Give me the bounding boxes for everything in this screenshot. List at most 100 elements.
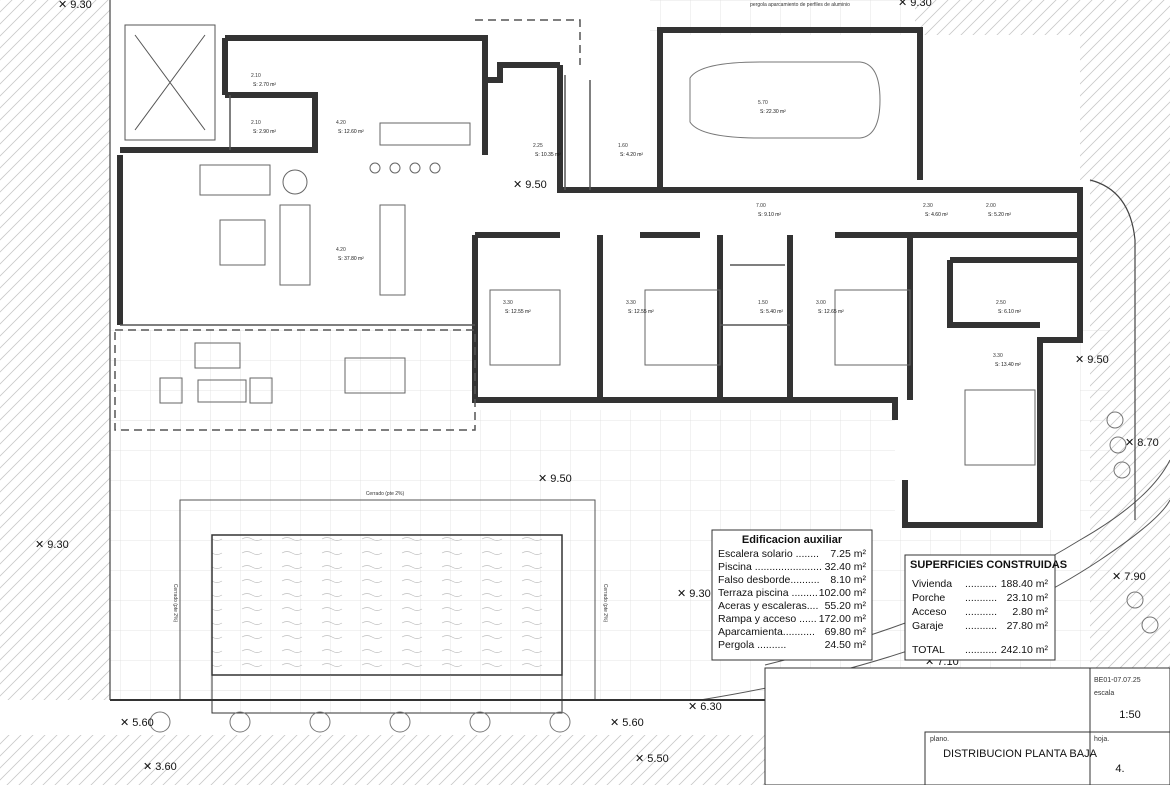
room-dimension: 2.30: [923, 203, 933, 209]
car-outline: [689, 61, 881, 139]
aux-table-value: 55.20 m²: [825, 600, 867, 612]
level-mark: ✕ 9.50: [513, 179, 547, 191]
room-dimension: 2.10: [251, 73, 261, 79]
room-area: S: 13.40 m²: [995, 362, 1021, 368]
room-area: S: 9.10 m²: [758, 212, 781, 218]
aux-table-label: Escalera solario ........: [718, 548, 819, 560]
built-table-dots: ...........: [965, 578, 997, 590]
level-mark: ✕ 3.60: [143, 761, 177, 773]
cartouche-plan-label: plano.: [930, 736, 949, 743]
level-mark: ✕ 9.30: [677, 588, 711, 600]
aux-table-frame: [711, 529, 873, 661]
room-area: S: 12.55 m²: [628, 309, 654, 315]
room-area: S: 2.70 m²: [253, 82, 276, 88]
aux-table-label: Pergola ..........: [718, 639, 786, 651]
text-layer: pergola aparcamiento de perfiles de alum…: [35, 0, 1170, 785]
aux-table-label: Aceras y escaleras....: [718, 600, 818, 612]
hatch-zone-bottom: [0, 735, 765, 785]
level-mark: ✕ 9.50: [538, 473, 572, 485]
pergola-note: pergola aparcamiento de perfiles de alum…: [750, 2, 850, 8]
aux-table-label: Rampa y acceso ......: [718, 613, 817, 625]
room-dimension: 1.50: [758, 300, 768, 306]
porch-paving: [115, 330, 475, 430]
furniture: [159, 122, 1036, 466]
built-table-total-label: TOTAL: [912, 644, 945, 656]
level-mark: ✕ 6.30: [688, 701, 722, 713]
built-table-dots: ...........: [965, 592, 997, 604]
room-area: S: 12.60 m²: [338, 129, 364, 135]
room-area: S: 4.60 m²: [925, 212, 948, 218]
aux-table-title: Edificacion auxiliar: [742, 534, 843, 546]
stair: [124, 24, 216, 141]
level-mark: ✕ 8.70: [1125, 437, 1159, 449]
room-dimension: 3.30: [993, 353, 1003, 359]
cartouche-title-box: [924, 731, 1091, 785]
room-dimension: 2.00: [986, 203, 996, 209]
aux-table-value: 102.00 m²: [819, 587, 867, 599]
hatch-zone-left: [0, 0, 110, 700]
room-area: S: 37.80 m²: [338, 256, 364, 262]
cartouche-scale: 1:50: [1119, 709, 1140, 721]
room-area: S: 2.90 m²: [253, 129, 276, 135]
cartouche-scale-box: [1089, 667, 1170, 733]
room-area: S: 22.30 m²: [760, 109, 786, 115]
room-dimension: 4.20: [336, 247, 346, 253]
level-mark: ✕ 7.90: [1112, 571, 1146, 583]
room-dimension: 2.50: [996, 300, 1006, 306]
level-mark: ✕ 9.30: [58, 0, 92, 11]
aux-table-label: Falso desborde..........: [718, 574, 820, 586]
cartouche-plan-title: DISTRIBUCION PLANTA BAJA: [943, 748, 1097, 760]
level-mark: ✕ 5.50: [635, 753, 669, 765]
walls: [117, 27, 1083, 528]
built-table-dots: ...........: [965, 606, 997, 618]
slope-note: Cerrado (pte 2%): [366, 491, 405, 497]
built-table-total-dots: ...........: [965, 644, 997, 656]
built-table-title: SUPERFICIES CONSTRUIDAS: [910, 559, 1067, 571]
level-mark: ✕ 5.60: [120, 717, 154, 729]
room-dimension: 2.10: [251, 120, 261, 126]
room-dimension: 1.60: [618, 143, 628, 149]
built-table-value: 188.40 m²: [1001, 578, 1049, 590]
aux-table-value: 69.80 m²: [825, 626, 867, 638]
driveway-paving: [650, 0, 915, 40]
aux-table-value: 32.40 m²: [825, 561, 867, 573]
room-area: S: 5.20 m²: [988, 212, 1011, 218]
slope-note: Cerrado (pte 2%): [602, 584, 608, 623]
room-dimension: 3.00: [816, 300, 826, 306]
level-mark: ✕ 9.30: [898, 0, 932, 9]
built-table-label: Vivienda: [912, 578, 952, 590]
cartouche-sheet-label: hoja.: [1094, 736, 1109, 743]
aux-table-label: Piscina .......................: [718, 561, 822, 573]
room-area: S: 12.65 m²: [818, 309, 844, 315]
room-dimension: 3.30: [503, 300, 513, 306]
built-table-label: Porche: [912, 592, 945, 604]
right-curve-wall: [1089, 179, 1136, 520]
aux-table-label: Terraza piscina .........: [718, 587, 818, 599]
level-mark: ✕ 9.50: [1075, 354, 1109, 366]
built-table-label: Acceso: [912, 606, 947, 618]
room-dimension: 2.25: [533, 143, 543, 149]
room-dimension: 5.70: [758, 100, 768, 106]
room-area: S: 5.40 m²: [760, 309, 783, 315]
room-dimension: 3.30: [626, 300, 636, 306]
thin-walls: [114, 19, 790, 431]
room-area: S: 4.20 m²: [620, 152, 643, 158]
aux-table-value: 24.50 m²: [825, 639, 867, 651]
cartouche-code: BE01-07.07.25: [1094, 677, 1141, 684]
built-table-frame: [904, 554, 1056, 661]
cartouche-scale-label: escala: [1094, 690, 1114, 697]
planter-trees: [149, 411, 1159, 733]
built-table-value: 27.80 m²: [1007, 620, 1049, 632]
room-area: S: 10.35 m²: [535, 152, 561, 158]
aux-table-value: 7.25 m²: [830, 548, 866, 560]
cartouche-sheet: 4.: [1115, 763, 1124, 775]
level-mark: ✕ 9.30: [35, 539, 69, 551]
level-mark: ✕ 5.60: [610, 717, 644, 729]
slope-note: Cerrado (pte 2%): [172, 584, 178, 623]
pool-overflow: [211, 674, 563, 714]
built-table-label: Garaje: [912, 620, 944, 632]
built-table-value: 2.80 m²: [1012, 606, 1048, 618]
aux-table-value: 8.10 m²: [830, 574, 866, 586]
room-dimension: 4.20: [336, 120, 346, 126]
